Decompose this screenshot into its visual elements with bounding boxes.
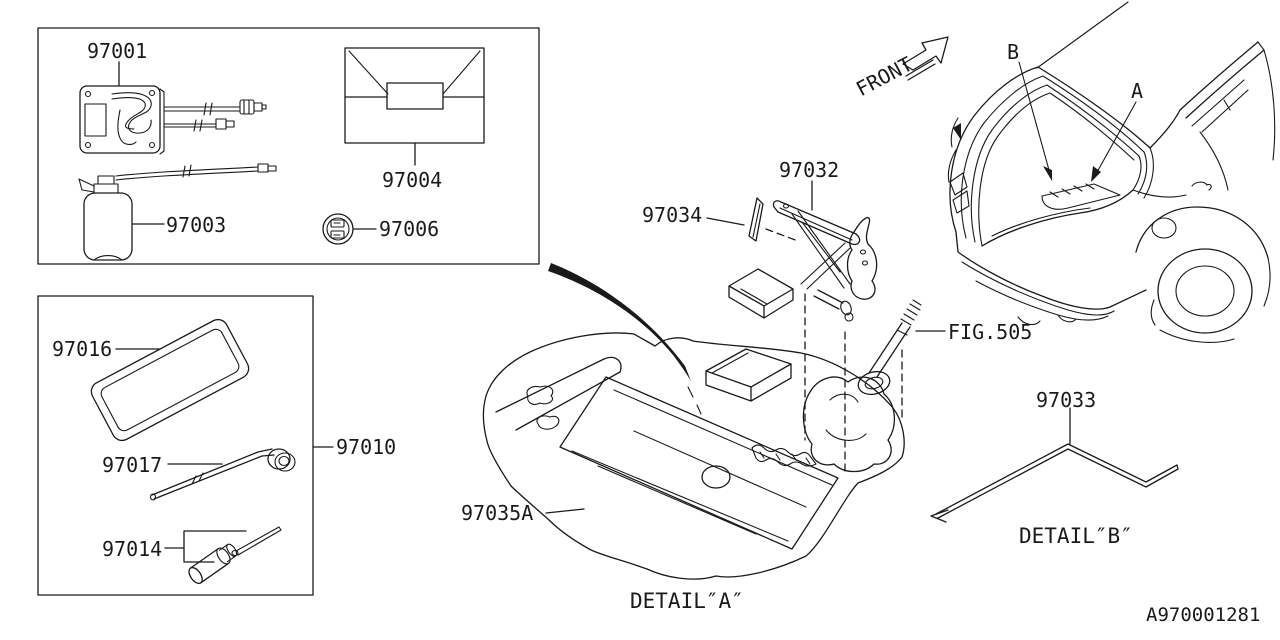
part-label-97017: 97017	[102, 453, 163, 477]
adapter-pin-97014-drawing	[164, 526, 282, 585]
sealant-bottle-97003-drawing	[78, 163, 277, 261]
part-label-97004: 97004	[382, 168, 443, 192]
kit-box-1	[37, 27, 540, 265]
detail-b-caption: DETAIL″B″	[1019, 524, 1133, 548]
diagram-id: A970001281	[1146, 604, 1261, 626]
front-direction-arrow	[902, 36, 949, 81]
detail-a-swoosh	[548, 263, 702, 415]
part-label-97034: 97034	[642, 203, 703, 227]
tray-97035a-drawing	[482, 332, 905, 580]
part-label-97014: 97014	[102, 537, 163, 561]
part-label-97032: 97032	[779, 158, 840, 182]
ref-label-a: A	[1131, 79, 1144, 103]
part-label-97001: 97001	[87, 39, 148, 63]
valve-adapter-97006-drawing	[322, 213, 377, 245]
storage-case-97004-drawing	[344, 47, 485, 166]
detail-a-caption: DETAIL″A″	[630, 589, 744, 613]
ref-label-b: B	[1007, 40, 1020, 64]
part-label-97035a: 97035A	[461, 501, 534, 525]
car-rear-view-drawing	[947, 1, 1276, 343]
part-label-97006: 97006	[379, 217, 440, 241]
jack-97032-drawing	[728, 180, 878, 322]
tool-mat-97016-drawing	[90, 318, 250, 442]
part-label-97003: 97003	[166, 213, 227, 237]
tow-bolt-fig505-drawing	[857, 299, 946, 396]
lug-wrench-97017-drawing	[149, 448, 296, 501]
compressor-97001-drawing	[79, 61, 267, 155]
part-label-97010: 97010	[336, 435, 397, 459]
part-label-97033: 97033	[1036, 388, 1097, 412]
handle-plate-97034-drawing	[706, 197, 799, 242]
part-label-97016: 97016	[52, 337, 113, 361]
fig-505-ref-label: FIG.505	[948, 320, 1033, 344]
kit-box-2	[37, 295, 334, 596]
jack-handle-97033-drawing	[930, 407, 1179, 523]
